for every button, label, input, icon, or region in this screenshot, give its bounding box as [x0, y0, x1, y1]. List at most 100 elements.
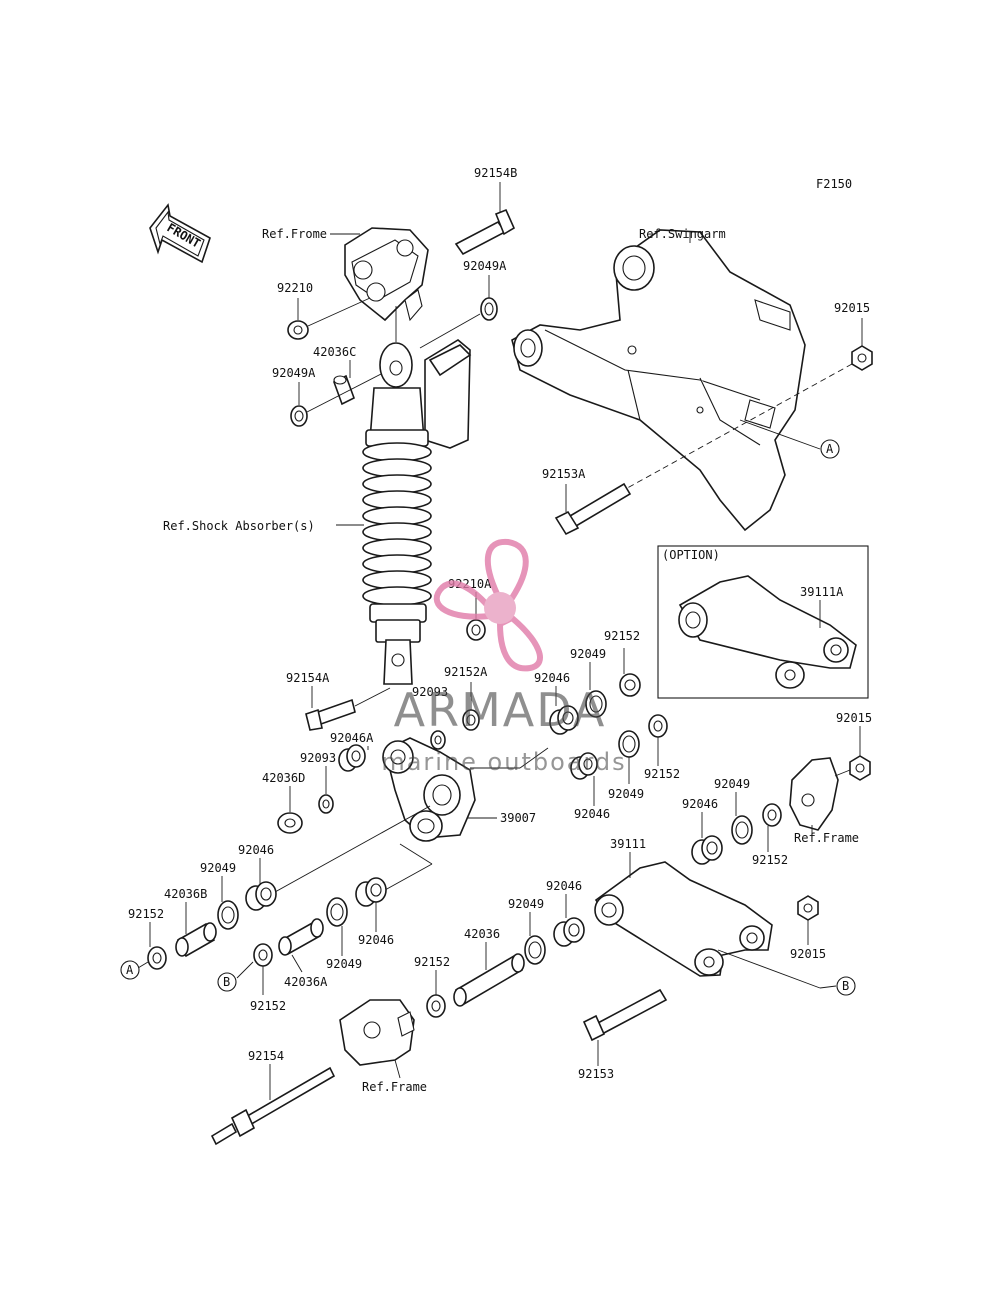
- figure-code: F2150: [816, 177, 852, 191]
- callout-a-top: A: [739, 419, 840, 459]
- washer-92152-d: [236, 943, 273, 995]
- bolt-92153: [582, 988, 668, 1066]
- ref-frame-top: Ref.Frome: [262, 227, 327, 241]
- washer-92093-b: [318, 766, 334, 814]
- label-92049-f: 92049: [714, 777, 750, 791]
- label-92015-a: 92015: [834, 301, 870, 315]
- ref-frame-right: Ref.Frame: [794, 831, 859, 845]
- callout-a-label: A: [826, 442, 834, 456]
- callout-b-right: B: [717, 949, 856, 996]
- seal-92049-b: [618, 730, 640, 784]
- washer-92152-a: [619, 648, 641, 697]
- label-92046-e: 92046: [546, 879, 582, 893]
- washer-92152-e: [426, 970, 446, 1018]
- label-92046-c: 92046: [238, 843, 274, 857]
- front-arrow-icon: FRONT: [149, 203, 211, 264]
- washer-92152-b: [648, 714, 668, 766]
- bearing-92046-c: [245, 858, 277, 911]
- label-92093-b: 92093: [300, 751, 336, 765]
- ref-shock-absorber: Ref.Shock Absorber(s): [163, 519, 315, 533]
- label-42036D: 42036D: [262, 771, 305, 785]
- frame-bracket-bottom: [339, 999, 415, 1079]
- label-92152-d: 92152: [250, 999, 286, 1013]
- label-92049A-a: 92049A: [463, 259, 507, 273]
- label-92049-d: 92049: [326, 957, 362, 971]
- label-39007: 39007: [500, 811, 536, 825]
- part-number-labels: 92154B 92049A 92210 42036C 92049A 92015 …: [128, 166, 872, 1081]
- rocker-leaders: [274, 747, 549, 893]
- washer-92152-c: [137, 922, 167, 970]
- collar-42036A: [278, 918, 324, 973]
- washer-92152-f: [762, 803, 782, 852]
- option-label: (OPTION): [662, 548, 720, 562]
- collar-42036B: [175, 902, 217, 958]
- callout-b-left-label: B: [223, 975, 230, 989]
- bolt-92154A: [305, 686, 391, 731]
- collar-42036D: [277, 786, 303, 834]
- label-42036C: 42036C: [313, 345, 356, 359]
- ref-swingarm: Ref.Swingarm: [639, 227, 726, 241]
- nut-92210: [287, 297, 371, 340]
- label-92154A: 92154A: [286, 671, 330, 685]
- nut-92015-a: [619, 318, 873, 493]
- rocker-arm-39007: [382, 737, 497, 842]
- bolt-92153A: [554, 482, 632, 536]
- bearing-92046-a: [549, 686, 579, 735]
- swingarm: [511, 229, 806, 532]
- label-92210: 92210: [277, 281, 313, 295]
- label-92153: 92153: [578, 1067, 614, 1081]
- label-92015-c: 92015: [790, 947, 826, 961]
- washer-92152A: [462, 682, 480, 731]
- watermark-tagline: marine outboards: [381, 748, 626, 776]
- label-92046-b: 92046: [574, 807, 610, 821]
- watermark-brand: ARMADA: [394, 683, 607, 737]
- label-92152-a: 92152: [604, 629, 640, 643]
- washer-92093-a: [430, 730, 446, 750]
- bearing-92046-f: [691, 812, 723, 865]
- nut-92015-c: [797, 895, 819, 945]
- frame-bracket-top: [344, 227, 429, 322]
- callout-a-bottom-label: A: [126, 963, 134, 977]
- label-39111A: 39111A: [800, 585, 844, 599]
- seal-92049-a: [585, 662, 607, 718]
- label-92049A-b: 92049A: [272, 366, 316, 380]
- washer-92049A-a: [419, 275, 498, 349]
- label-92152A: 92152A: [444, 665, 488, 679]
- seal-92049-d: [326, 897, 348, 956]
- link-39111: [594, 852, 773, 977]
- callout-a-bottom: A: [120, 960, 140, 980]
- label-92049-e: 92049: [508, 897, 544, 911]
- label-92046A: 92046A: [330, 731, 374, 745]
- label-92152-e: 92152: [414, 955, 450, 969]
- label-92049-b: 92049: [608, 787, 644, 801]
- label-92046-d: 92046: [358, 933, 394, 947]
- link-39111A: [678, 575, 857, 689]
- ref-frame-bottom: Ref.Frame: [362, 1080, 427, 1094]
- label-92046-f: 92046: [682, 797, 718, 811]
- label-92049-c: 92049: [200, 861, 236, 875]
- label-92152-f: 92152: [752, 853, 788, 867]
- watermark: ARMADA marine outboards: [381, 538, 626, 776]
- seal-92049-e: [524, 912, 546, 965]
- nut-92210A: [466, 592, 486, 641]
- option-box: (OPTION): [657, 545, 869, 699]
- label-42036A: 42036A: [284, 975, 328, 989]
- label-92046-a: 92046: [534, 671, 570, 685]
- label-92093-a: 92093: [412, 685, 448, 699]
- seal-92049-c: [217, 876, 239, 930]
- label-92153A: 92153A: [542, 467, 586, 481]
- bearing-92046-b: [570, 752, 598, 806]
- shock-absorber: [336, 306, 472, 685]
- label-92152-b: 92152: [644, 767, 680, 781]
- label-42036B: 42036B: [164, 887, 207, 901]
- bearing-92046-e: [553, 894, 585, 947]
- label-92015-b: 92015: [836, 711, 872, 725]
- bolt-92154: [210, 1064, 336, 1146]
- bearing-92046A: [338, 744, 369, 772]
- washer-92049A-b: [290, 371, 386, 427]
- callout-b-right-label: B: [842, 979, 849, 993]
- frame-bracket-right: [789, 757, 839, 838]
- collar-42036C: [333, 360, 355, 406]
